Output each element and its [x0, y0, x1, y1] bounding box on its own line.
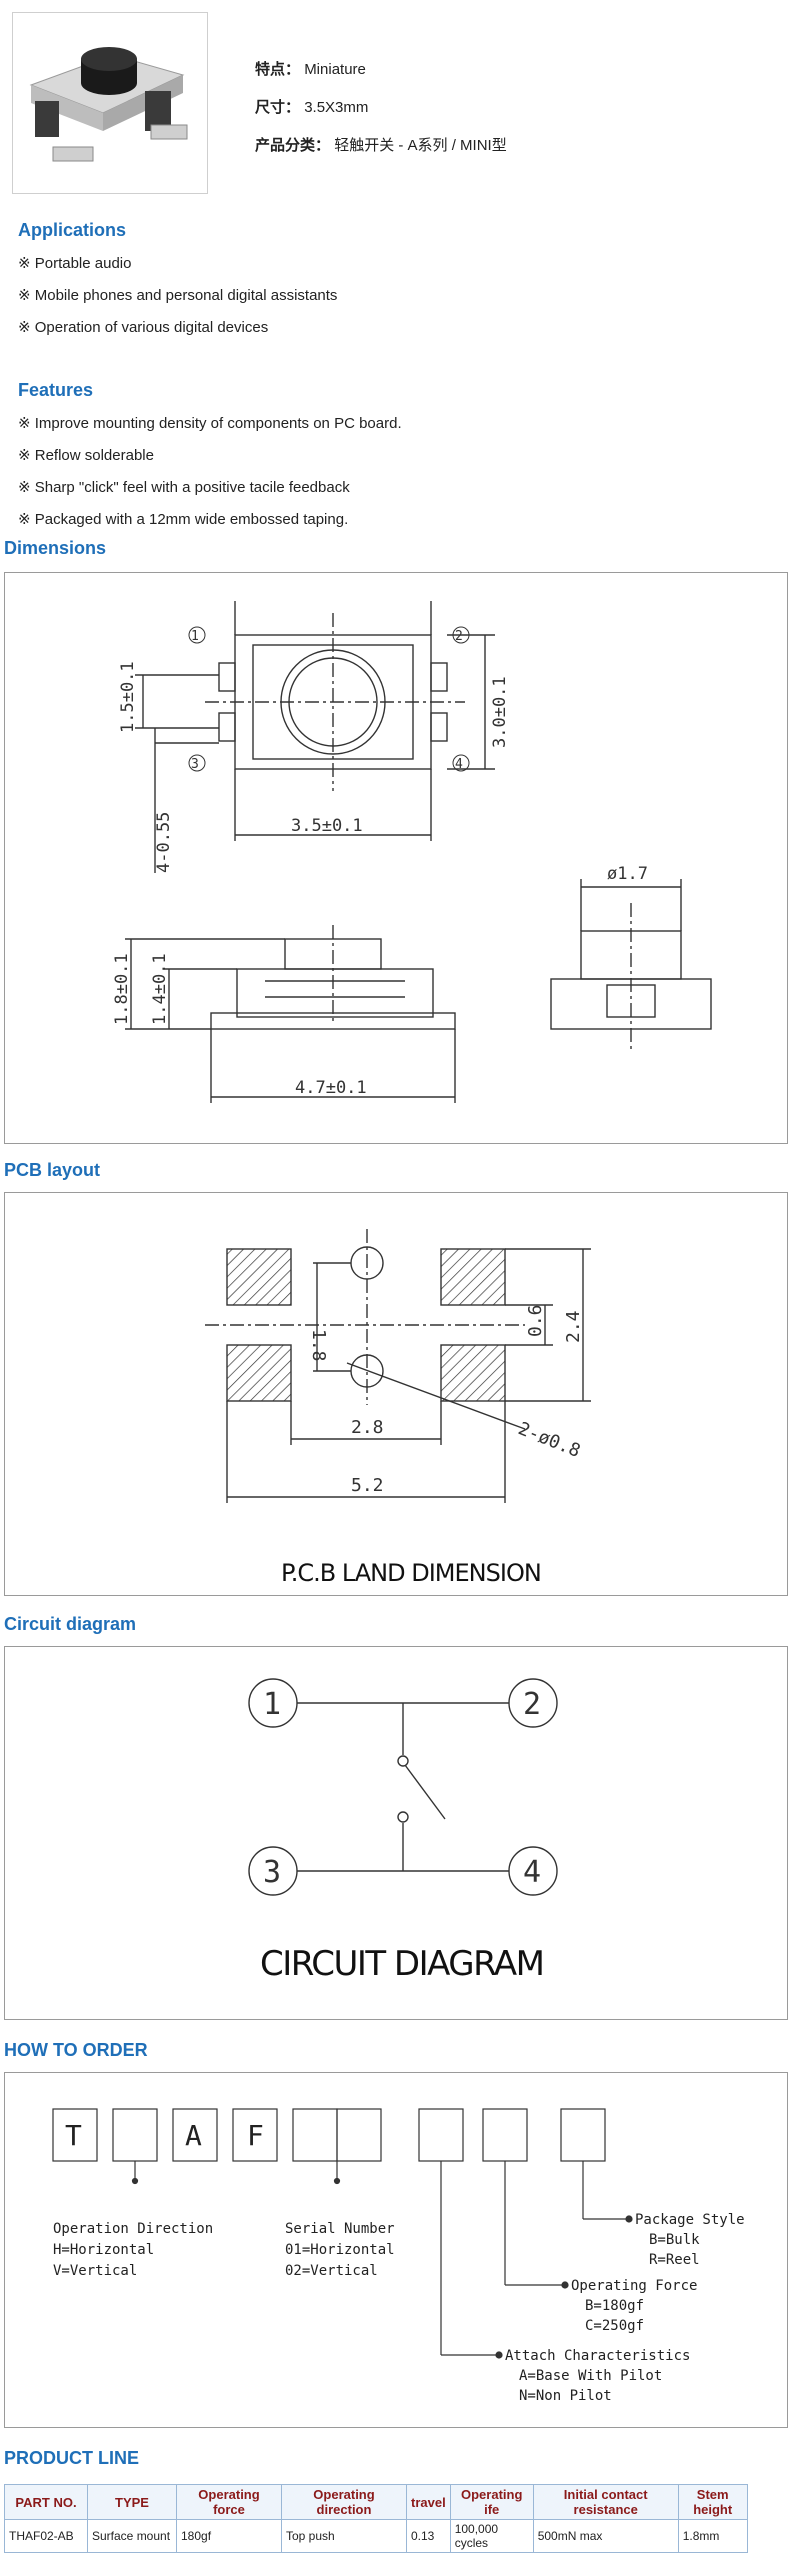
order-box-a: A	[185, 2119, 202, 2152]
dim-4-7: 4.7±0.1	[295, 1078, 367, 1098]
dimensions-heading: Dimensions	[4, 538, 107, 558]
pad-2	[440, 1248, 506, 1306]
dim-3-5: 3.5±0.1	[291, 816, 363, 836]
col-contact-resistance: Initial contact resistance	[532, 2484, 679, 2520]
order-force-c: C=250gf	[585, 2318, 644, 2334]
pcb-dim-1-8: 1.8	[308, 1329, 329, 1362]
features-heading: Features	[18, 380, 94, 400]
order-attach-n: N=Non Pilot	[519, 2388, 612, 2404]
col-operating-force: Operating force	[176, 2484, 282, 2520]
pcb-dim-2-4: 2.4	[563, 1310, 584, 1343]
col-stem-height: Stem height	[677, 2484, 748, 2520]
table-header-row: PART NO. TYPE Operating force Operating …	[4, 2484, 748, 2520]
dim-3-0: 3.0±0.1	[490, 676, 510, 748]
applications-item: ※ Portable audio	[18, 255, 132, 272]
col-operating-direction: Operating direction	[281, 2484, 407, 2520]
pcb-drawing: 1.8 0.6 2.4 2.8 5.2 2-ø0.8 P.C.B LAND DI…	[4, 1192, 788, 1596]
applications-heading: Applications	[18, 220, 127, 240]
pin-2-label: 2	[455, 629, 463, 644]
product-line-table: PART NO. TYPE Operating force Operating …	[4, 2484, 748, 2553]
dim-1-4: 1.4±0.1	[150, 953, 170, 1025]
order-force-title: Operating Force	[571, 2278, 697, 2294]
order-opdir-v: V=Vertical	[53, 2263, 137, 2279]
cell-operating-direction: Top push	[281, 2519, 407, 2553]
cell-type: Surface mount	[87, 2519, 177, 2553]
order-serial-title: Serial Number	[285, 2221, 395, 2237]
order-opdir-title: Operation Direction	[53, 2221, 213, 2237]
switch-photo	[29, 47, 188, 162]
pad-3	[226, 1344, 292, 1402]
pcb-dim-5-2: 5.2	[351, 1475, 384, 1496]
dimensions-drawing: 1 2 3 4 3.5±0.1 1.5±0.1 3.0±0.1 4-0.55 1…	[4, 572, 788, 1144]
col-type: TYPE	[87, 2484, 177, 2520]
dim-4-055: 4-0.55	[154, 812, 174, 873]
cell-contact-resistance: 500mN max	[532, 2519, 679, 2553]
circuit-node-1: 1	[263, 1687, 281, 1722]
pad-4	[440, 1344, 506, 1402]
category-value: 轻触开关 - A系列 / MINI型	[334, 137, 507, 154]
pcb-heading: PCB layout	[4, 1160, 101, 1180]
pcb-caption: P.C.B LAND DIMENSION	[281, 1559, 541, 1587]
pin-4-label: 4	[455, 757, 463, 772]
order-diagram: T A F Operation Direction H=Horizontal V…	[4, 2072, 788, 2428]
category-label: 产品分类：	[255, 137, 331, 154]
order-pkg-b: B=Bulk	[649, 2232, 700, 2248]
size-value: 3.5X3mm	[304, 99, 369, 116]
col-travel: travel	[406, 2484, 451, 2520]
order-heading: HOW TO ORDER	[4, 2040, 148, 2060]
category-row: 产品分类： 轻触开关 - A系列 / MINI型	[255, 134, 507, 155]
cell-part-no: THAF02-AB	[4, 2519, 88, 2553]
circuit-heading: Circuit diagram	[4, 1614, 137, 1634]
cell-stem-height: 1.8mm	[677, 2519, 748, 2553]
dim-1-8: 1.8±0.1	[112, 953, 132, 1025]
feature-label: 特点：	[255, 61, 301, 78]
order-attach-a: A=Base With Pilot	[519, 2368, 662, 2384]
size-label: 尺寸：	[255, 99, 301, 116]
features-item: ※ Packaged with a 12mm wide embossed tap…	[18, 511, 349, 528]
dim-phi-1-7: ø1.7	[607, 864, 648, 884]
order-pkg-title: Package Style	[635, 2212, 745, 2228]
pcb-dim-phi: 2-ø0.8	[515, 1418, 583, 1462]
applications-item: ※ Operation of various digital devices	[18, 319, 269, 336]
pin-1-label: 1	[191, 629, 199, 644]
order-attach-title: Attach Characteristics	[505, 2348, 690, 2364]
order-box-f: F	[247, 2119, 264, 2152]
order-serial-02: 02=Vertical	[285, 2263, 378, 2279]
pad-1	[226, 1248, 292, 1306]
order-serial-01: 01=Horizontal	[285, 2242, 395, 2258]
col-operating-life: Operating ife	[449, 2484, 534, 2520]
cell-travel: 0.13	[406, 2519, 451, 2553]
circuit-caption: CIRCUIT DIAGRAM	[260, 1944, 543, 1984]
pin-3-label: 3	[191, 757, 199, 772]
order-box-t: T	[65, 2119, 82, 2152]
product-image	[12, 12, 208, 194]
product-line-heading: PRODUCT LINE	[4, 2448, 139, 2468]
features-item: ※ Sharp "click" feel with a positive tac…	[18, 479, 350, 496]
product-line-table-wrap: PART NO. TYPE Operating force Operating …	[4, 2484, 748, 2553]
pcb-dim-0-6: 0.6	[525, 1304, 546, 1337]
feature-value: Miniature	[304, 61, 366, 78]
circuit-drawing: 1 2 3 4 CIRCUIT DIAGRAM	[4, 1646, 788, 2020]
cell-operating-life: 100,000 cycles	[449, 2519, 534, 2553]
circuit-node-4: 4	[523, 1855, 541, 1890]
features-item: ※ Reflow solderable	[18, 447, 154, 464]
circuit-node-3: 3	[263, 1855, 281, 1890]
circuit-node-2: 2	[523, 1687, 541, 1722]
table-row: THAF02-AB Surface mount 180gf Top push 0…	[4, 2519, 748, 2553]
dim-1-5: 1.5±0.1	[118, 661, 138, 733]
order-force-b: B=180gf	[585, 2298, 644, 2314]
applications-item: ※ Mobile phones and personal digital ass…	[18, 287, 338, 304]
feature-row: 特点： Miniature	[255, 58, 366, 79]
size-row: 尺寸： 3.5X3mm	[255, 96, 368, 117]
order-opdir-h: H=Horizontal	[53, 2242, 154, 2258]
pcb-dim-2-8: 2.8	[351, 1417, 384, 1438]
order-pkg-r: R=Reel	[649, 2252, 700, 2268]
cell-operating-force: 180gf	[176, 2519, 282, 2553]
features-item: ※ Improve mounting density of components…	[18, 415, 402, 432]
col-part-no: PART NO.	[4, 2484, 88, 2520]
